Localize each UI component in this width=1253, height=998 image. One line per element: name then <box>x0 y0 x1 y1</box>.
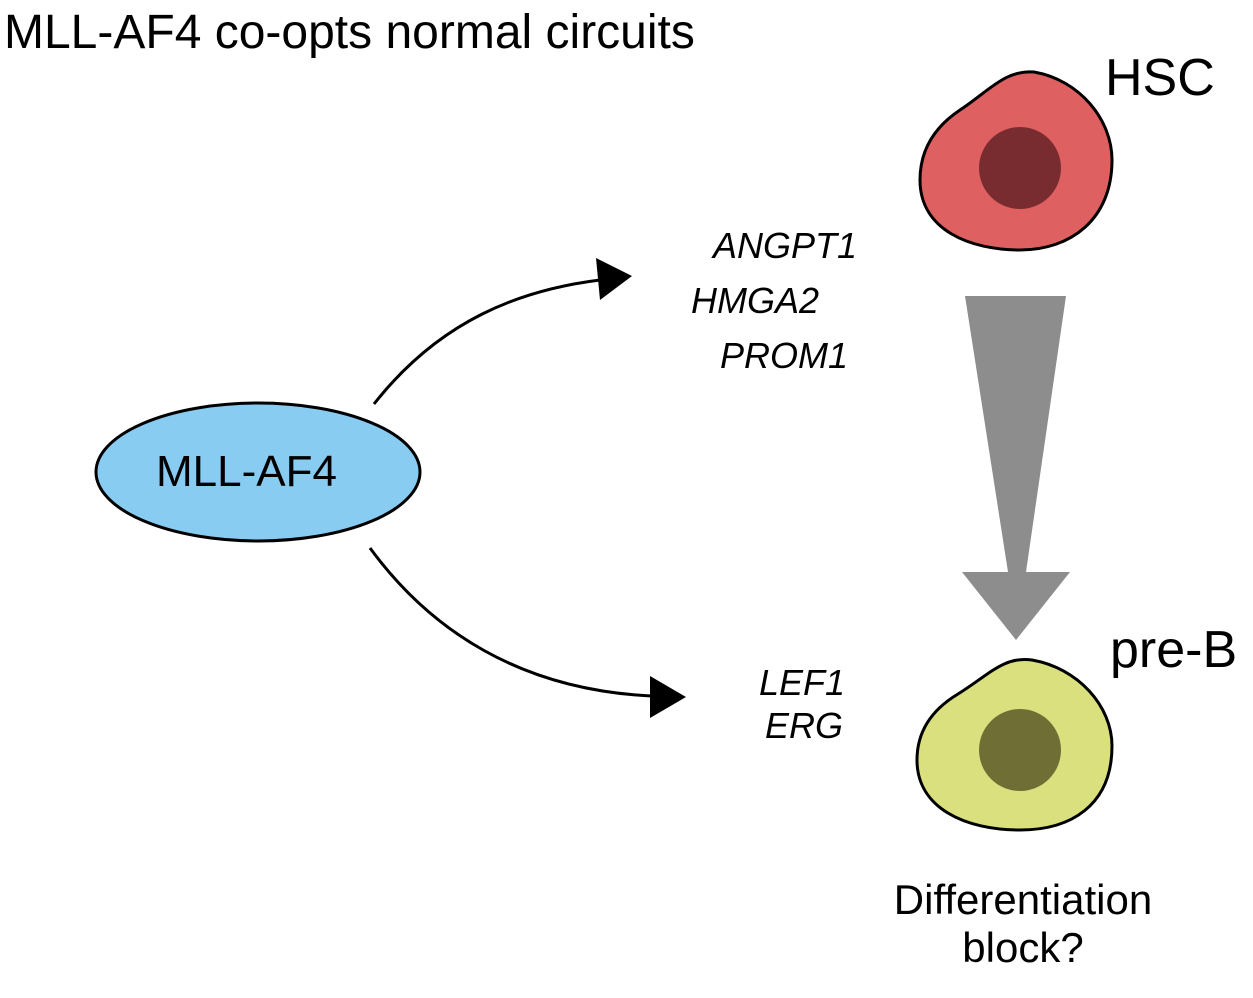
preb-label: pre-B <box>1110 621 1238 679</box>
gene-label: HMGA2 <box>691 280 820 321</box>
mll-af4-label: MLL-AF4 <box>156 447 337 496</box>
hsc-label: HSC <box>1105 49 1215 107</box>
differentiation-block-note: Differentiation block? <box>893 876 1153 971</box>
preb-nucleus <box>979 709 1061 791</box>
arrow-to-lower-genes <box>368 547 653 698</box>
arrowhead-lower <box>650 676 686 718</box>
figure-title: MLL-AF4 co-opts normal circuits <box>4 6 695 59</box>
arrowhead-upper <box>596 258 632 300</box>
gene-label: ERG <box>765 705 844 746</box>
mll-af4-node <box>94 401 422 543</box>
gene-label: PROM1 <box>720 335 849 376</box>
hsc-nucleus <box>979 127 1061 209</box>
differentiation-arrow <box>962 296 1070 640</box>
arrow-to-upper-genes <box>372 278 601 405</box>
gene-label: LEF1 <box>759 662 846 703</box>
gene-label: ANGPT1 <box>713 225 858 266</box>
